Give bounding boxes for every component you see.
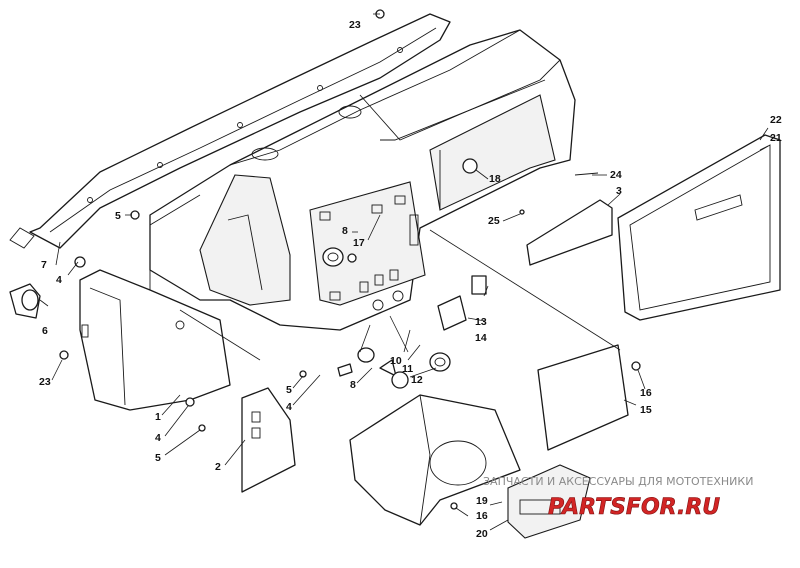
callout-10: 10 xyxy=(390,355,402,367)
callout-8-lower: 8 xyxy=(350,379,356,391)
callout-4-upper: 4 xyxy=(56,274,62,286)
dash-body xyxy=(149,29,576,331)
callout-4-lower: 4 xyxy=(155,432,161,444)
callout-18: 18 xyxy=(489,173,501,185)
callout-5-upper: 5 xyxy=(115,210,121,222)
callout-7: 7 xyxy=(41,259,47,271)
callout-24: 24 xyxy=(610,169,622,181)
callout-15: 15 xyxy=(640,404,652,416)
part-2-panel xyxy=(241,387,296,493)
part-21-22-door xyxy=(617,134,781,321)
instrument-hood xyxy=(349,394,521,526)
leader-lines xyxy=(39,13,769,531)
callout-1: 1 xyxy=(155,411,161,423)
callout-labels: 23 22 21 24 18 3 25 5 8 17 7 4 13 6 14 1… xyxy=(39,19,782,540)
part-3-trim xyxy=(526,199,613,266)
callout-3: 3 xyxy=(616,185,622,197)
callout-6: 6 xyxy=(42,325,48,337)
callout-16-lower: 16 xyxy=(476,510,488,522)
callout-20: 20 xyxy=(476,528,488,540)
part-20-cluster xyxy=(507,464,591,539)
callout-5-lower: 5 xyxy=(155,452,161,464)
watermark: ЗАПЧАСТИ И АКСЕССУАРЫ ДЛЯ МОТОТЕХНИКИ PA… xyxy=(483,475,753,520)
callout-19: 19 xyxy=(476,495,488,507)
callout-22: 22 xyxy=(770,114,782,126)
callout-8-upper: 8 xyxy=(342,225,348,237)
callout-4-mid: 4 xyxy=(286,401,292,413)
watermark-logo: PARTSFOR.RU xyxy=(548,495,720,520)
callout-23-top: 23 xyxy=(349,19,361,31)
callout-5-mid: 5 xyxy=(286,384,292,396)
callout-13: 13 xyxy=(475,316,487,328)
part-7-rail xyxy=(9,13,451,249)
callout-21: 21 xyxy=(770,132,782,144)
callout-23-lower: 23 xyxy=(39,376,51,388)
callout-12: 12 xyxy=(411,374,423,386)
callout-16-right: 16 xyxy=(640,387,652,399)
left-side-panel xyxy=(79,194,231,411)
callout-14: 14 xyxy=(475,332,487,344)
callout-11: 11 xyxy=(402,363,413,375)
callout-17: 17 xyxy=(353,237,365,249)
part-15-plate xyxy=(537,344,629,451)
callout-2: 2 xyxy=(215,461,221,473)
callout-25: 25 xyxy=(488,215,500,227)
watermark-caption: ЗАПЧАСТИ И АКСЕССУАРЫ ДЛЯ МОТОТЕХНИКИ xyxy=(483,475,753,488)
